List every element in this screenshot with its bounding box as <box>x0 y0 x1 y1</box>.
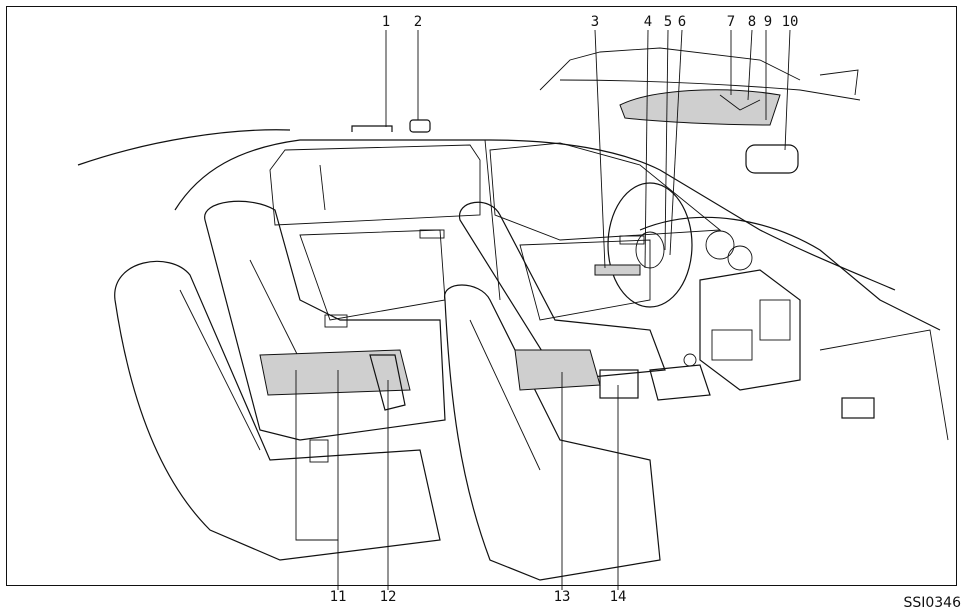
side-vent <box>841 397 875 419</box>
callout-1: 1 <box>381 14 391 30</box>
door-switches <box>594 264 641 276</box>
dash-right <box>819 329 949 441</box>
radio-panel <box>759 299 791 341</box>
front-door-panel <box>519 239 651 321</box>
front-console-box <box>599 369 639 399</box>
passenger-seat <box>444 284 661 581</box>
callout-2: 2 <box>413 14 423 30</box>
callout-6: 6 <box>677 14 687 30</box>
rear-view-mirror <box>745 144 799 174</box>
callout-11: 11 <box>329 589 347 605</box>
seatbelt-latch <box>309 439 329 463</box>
steering-wheel <box>607 182 693 308</box>
window-divider <box>319 164 326 211</box>
coat-hook <box>409 119 431 133</box>
callout-9: 9 <box>763 14 773 30</box>
windshield-top <box>539 47 801 91</box>
front-window <box>489 142 722 241</box>
callout-10: 10 <box>781 14 799 30</box>
b-pillar <box>484 139 501 301</box>
figure-frame <box>6 6 957 586</box>
rear-seat-back-left <box>114 260 441 561</box>
figure-code: SSI0346 <box>903 595 961 611</box>
dashboard-top <box>639 216 941 331</box>
center-stack <box>699 269 801 391</box>
callout-12: 12 <box>379 589 397 605</box>
overhead-console <box>619 89 781 126</box>
callout-7: 7 <box>726 14 736 30</box>
callout-5: 5 <box>663 14 673 30</box>
steering-hub <box>635 231 665 269</box>
leader-lines <box>295 29 791 590</box>
shift-knob <box>683 353 697 367</box>
map-lights <box>719 94 761 111</box>
rear-cup-holder-lid <box>369 354 406 411</box>
rear-door-handle <box>419 229 445 239</box>
driver-seat <box>459 201 666 381</box>
roof-inner <box>559 79 861 101</box>
roofline <box>174 139 896 291</box>
shift-console <box>649 364 711 401</box>
callout-13: 13 <box>553 589 571 605</box>
callout-4: 4 <box>643 14 653 30</box>
climate-panel <box>711 329 753 361</box>
rear-seat-seam-2 <box>249 259 301 361</box>
rear-seat-seam-1 <box>179 289 261 451</box>
seatbelt-buckle <box>324 314 348 328</box>
front-door-handle <box>619 235 645 245</box>
callout-8: 8 <box>747 14 757 30</box>
rear-window <box>269 144 481 226</box>
gauge-left <box>705 230 735 260</box>
roof-corner <box>819 69 859 96</box>
passenger-seat-seam <box>469 319 541 471</box>
callout-14: 14 <box>609 589 627 605</box>
rear-door-panel <box>299 229 446 321</box>
rear-armrest <box>259 349 411 396</box>
roof-line-left <box>77 129 291 166</box>
assist-grip <box>351 125 393 132</box>
gauge-right <box>727 245 753 271</box>
callout-3: 3 <box>590 14 600 30</box>
front-armrest <box>514 349 601 391</box>
rear-seat-back-right <box>204 200 446 441</box>
